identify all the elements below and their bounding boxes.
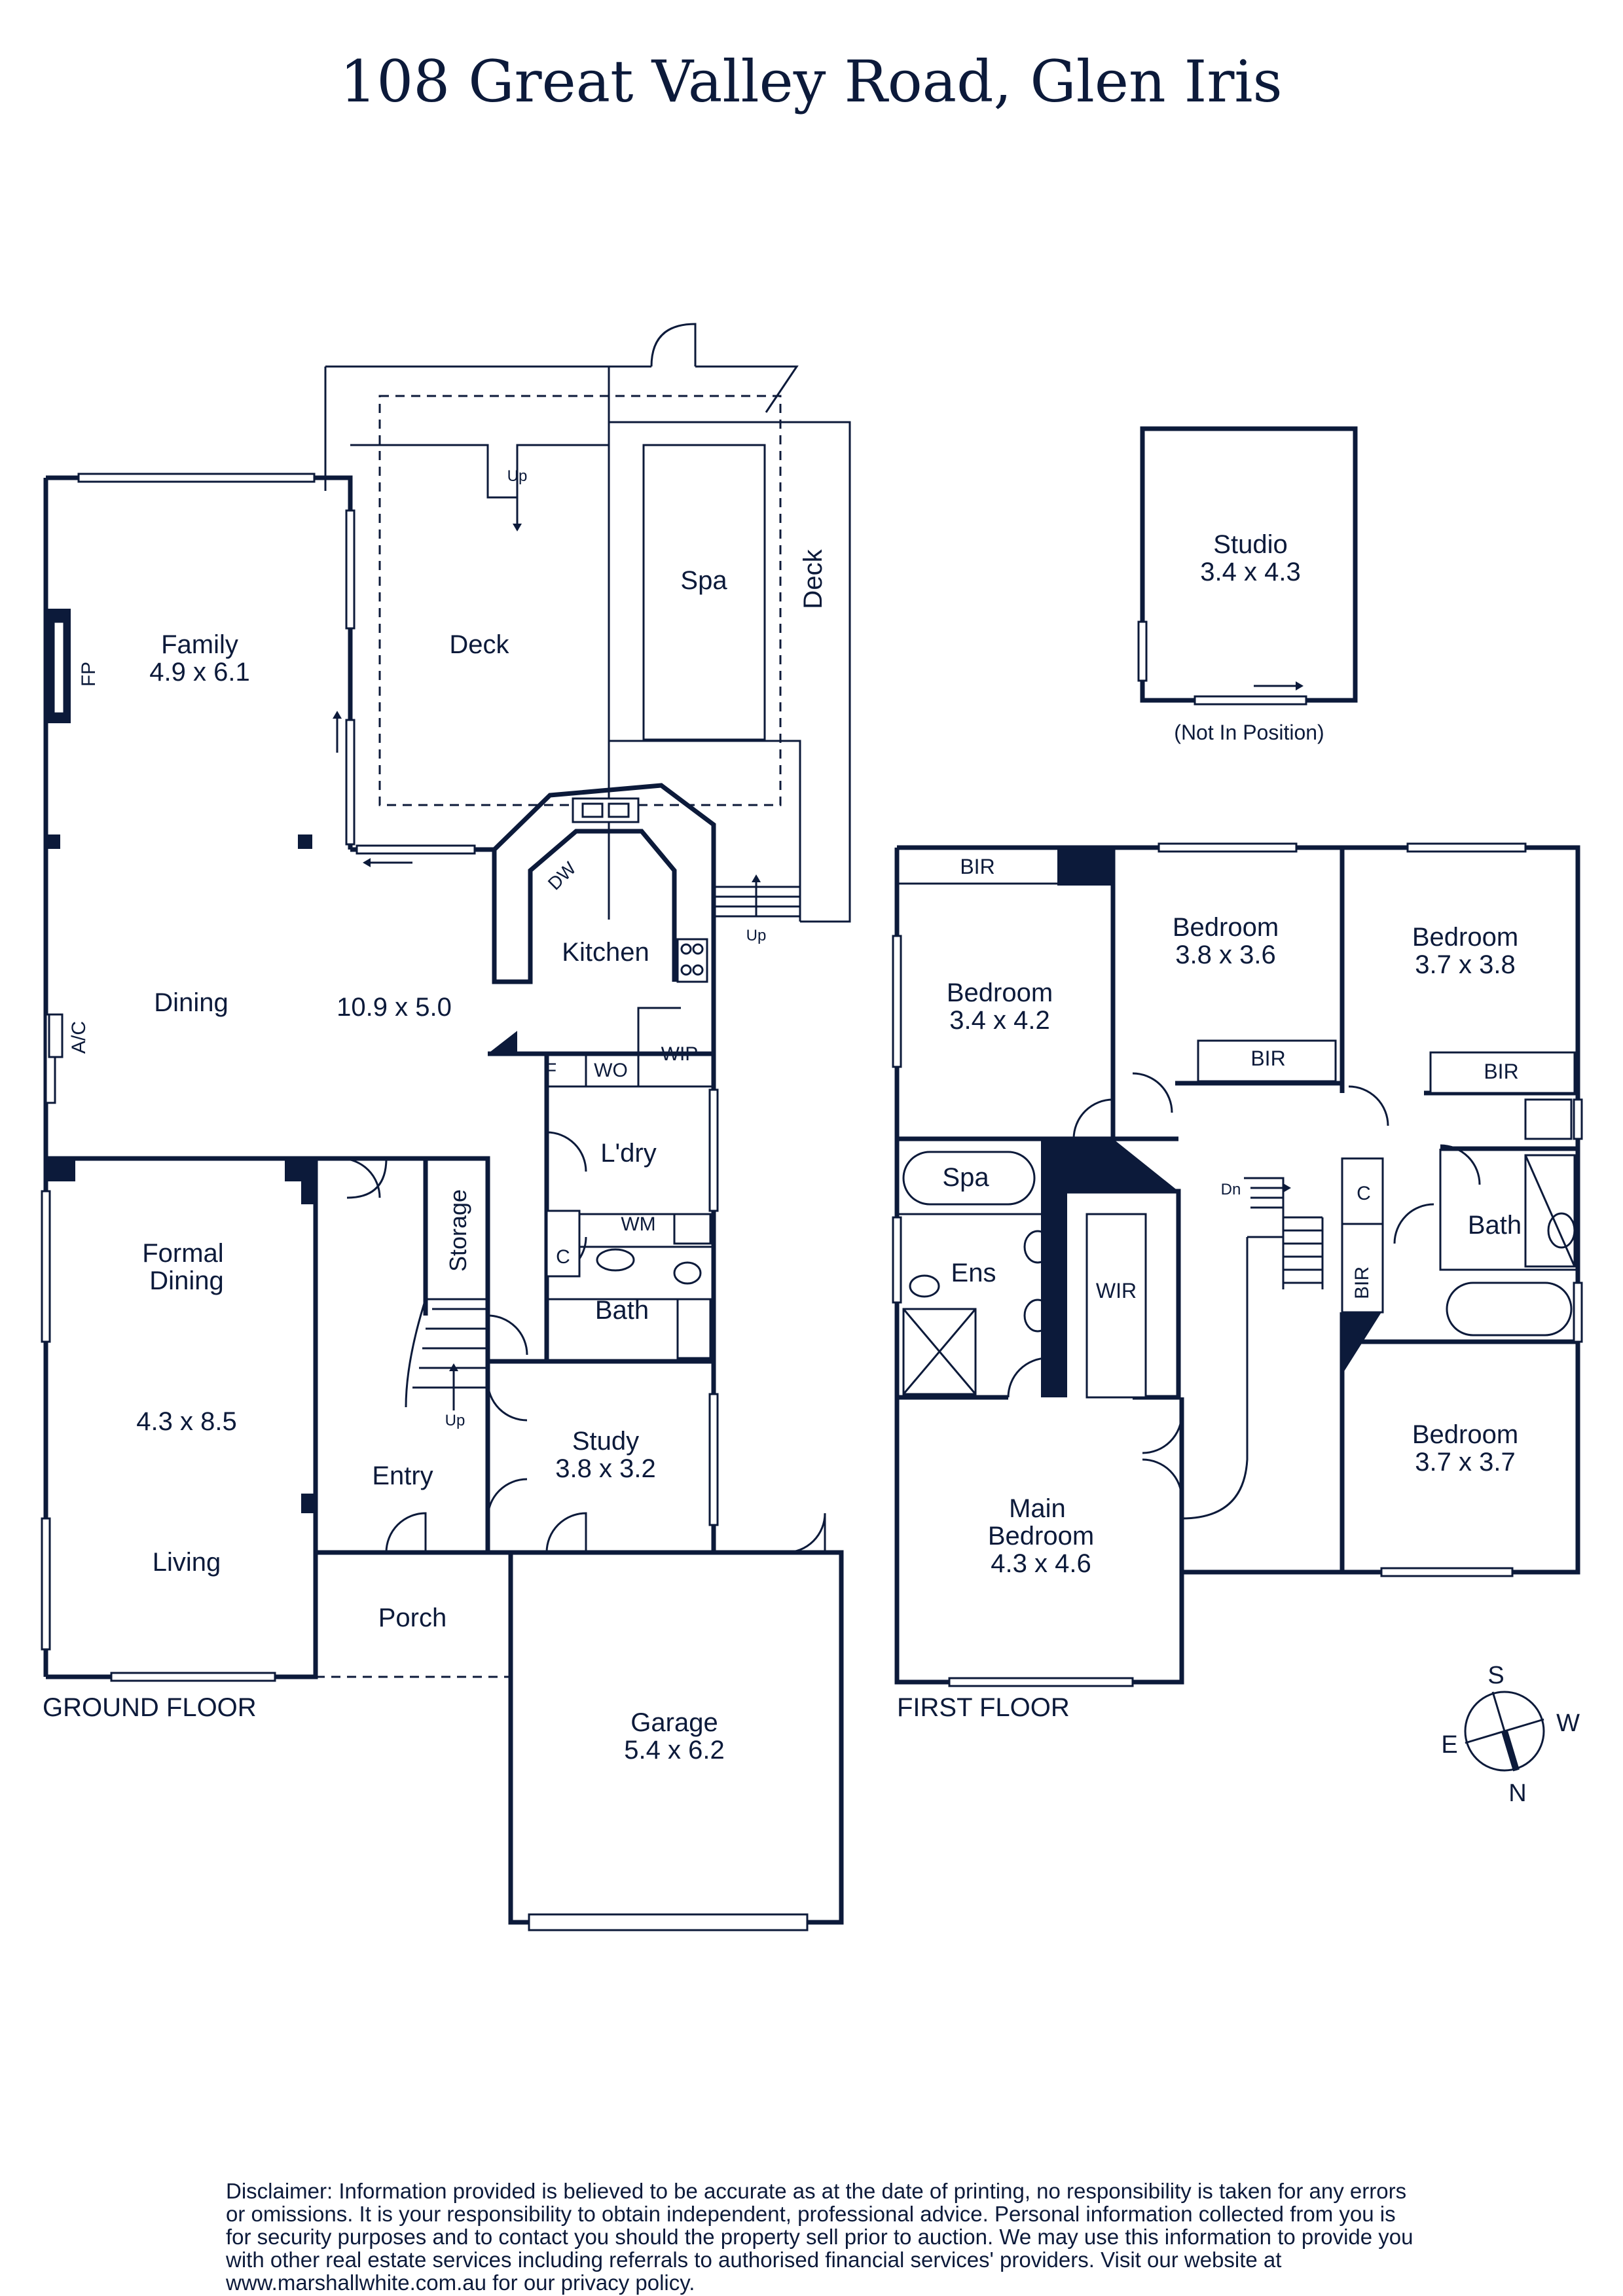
room-size-garage: 5.4 x 6.2 <box>624 1736 724 1765</box>
room-size-main-bedroom: 4.3 x 4.6 <box>991 1549 1091 1578</box>
room-label-deck-side: Deck <box>799 548 828 609</box>
room-label-bedroom-c: Bedroom <box>1412 923 1518 952</box>
label-wall-oven: WO <box>594 1060 628 1081</box>
label-bir-4: BIR <box>1351 1266 1373 1299</box>
formal-dining-line-1: Formal <box>142 1239 223 1268</box>
room-label-ensuite: Ens <box>951 1259 996 1287</box>
label-bir-2: BIR <box>1250 1047 1285 1070</box>
label-dn: Dn <box>1221 1181 1241 1198</box>
room-size-studio: 3.4 x 4.3 <box>1200 558 1300 586</box>
label-fridge: F <box>545 1060 556 1081</box>
room-size-bedroom-d: 3.7 x 3.7 <box>1415 1448 1515 1477</box>
compass-w: W <box>1556 1710 1580 1737</box>
room-label-spa: Spa <box>680 566 727 595</box>
label-up-side-deck: Up <box>746 927 767 944</box>
room-size-bedroom-c: 3.7 x 3.8 <box>1415 950 1515 979</box>
main-bedroom-line-2: Bedroom <box>988 1522 1094 1551</box>
spa-outline <box>642 444 766 741</box>
room-label-bedroom-a: Bedroom <box>947 978 1053 1007</box>
room-size-family: 4.9 x 6.1 <box>149 658 249 687</box>
room-size-kitchen-dining: 10.9 x 5.0 <box>337 993 452 1022</box>
label-fireplace: FP <box>78 662 100 687</box>
room-label-wir: WIR <box>1096 1279 1137 1302</box>
room-label-study: Study <box>572 1427 639 1456</box>
first-floor-plan <box>892 842 1583 1687</box>
label-up-deck: Up <box>507 467 528 485</box>
label-cupboard-first: C <box>1357 1183 1371 1204</box>
label-spa-ensuite: Spa <box>942 1163 989 1192</box>
room-label-bedroom-d: Bedroom <box>1412 1420 1518 1449</box>
room-size-living: 4.3 x 8.5 <box>136 1407 236 1436</box>
ground-floor-labels: Family 4.9 x 6.1 Deck Spa Deck FP A/C Di… <box>43 467 828 1765</box>
compass: S W E N <box>1441 1662 1580 1807</box>
compass-e: E <box>1441 1731 1457 1759</box>
studio-plan: Studio 3.4 x 4.3 (Not In Position) <box>1137 426 1358 744</box>
room-label-studio: Studio <box>1213 530 1287 559</box>
room-label-main-bedroom: Main Bedroom <box>988 1494 1094 1551</box>
room-label-laundry: L'dry <box>600 1139 656 1168</box>
compass-s: S <box>1487 1662 1504 1689</box>
label-washing-machine: WM <box>621 1213 655 1235</box>
page-title: 108 Great Valley Road, Glen Iris <box>340 48 1282 115</box>
room-label-living: Living <box>153 1548 221 1577</box>
room-size-bedroom-b: 3.8 x 3.6 <box>1175 941 1275 969</box>
room-label-bath-first: Bath <box>1468 1211 1522 1240</box>
first-floor-labels: BIR Bedroom 3.4 x 4.2 Bedroom 3.8 x 3.6 … <box>897 855 1522 1722</box>
room-label-dining: Dining <box>154 988 228 1017</box>
label-up-stairs: Up <box>445 1412 465 1429</box>
room-label-family: Family <box>161 630 238 659</box>
label-cupboard: C <box>556 1246 570 1268</box>
studio-note: (Not In Position) <box>1174 721 1324 744</box>
room-label-porch: Porch <box>378 1604 447 1632</box>
label-bir-3: BIR <box>1484 1060 1518 1083</box>
compass-n: N <box>1508 1780 1526 1807</box>
main-bedroom-line-1: Main <box>1009 1494 1066 1523</box>
room-size-study: 3.8 x 3.2 <box>555 1454 655 1483</box>
floor-label-first: FIRST FLOOR <box>897 1693 1070 1722</box>
room-label-bedroom-b: Bedroom <box>1173 913 1279 942</box>
disclaimer-text: Disclaimer: Information provided is beli… <box>226 2179 1413 2295</box>
room-label-garage: Garage <box>630 1708 718 1737</box>
room-label-deck: Deck <box>449 630 509 659</box>
room-label-storage: Storage <box>445 1189 471 1272</box>
ground-floor-plan <box>41 323 851 1931</box>
floor-label-ground: GROUND FLOOR <box>43 1693 257 1722</box>
room-label-formal-dining: Formal Dining <box>142 1239 231 1295</box>
room-size-bedroom-a: 3.4 x 4.2 <box>949 1006 1049 1035</box>
label-ac: A/C <box>68 1021 90 1054</box>
room-label-kitchen: Kitchen <box>562 938 649 967</box>
label-wip: WIP <box>661 1043 699 1065</box>
label-dishwasher: DW <box>544 857 580 893</box>
formal-dining-line-2: Dining <box>149 1266 223 1295</box>
label-bir-1: BIR <box>960 855 994 878</box>
room-label-bath: Bath <box>595 1296 649 1325</box>
pergola-outline <box>378 395 782 806</box>
room-label-entry: Entry <box>372 1462 433 1490</box>
